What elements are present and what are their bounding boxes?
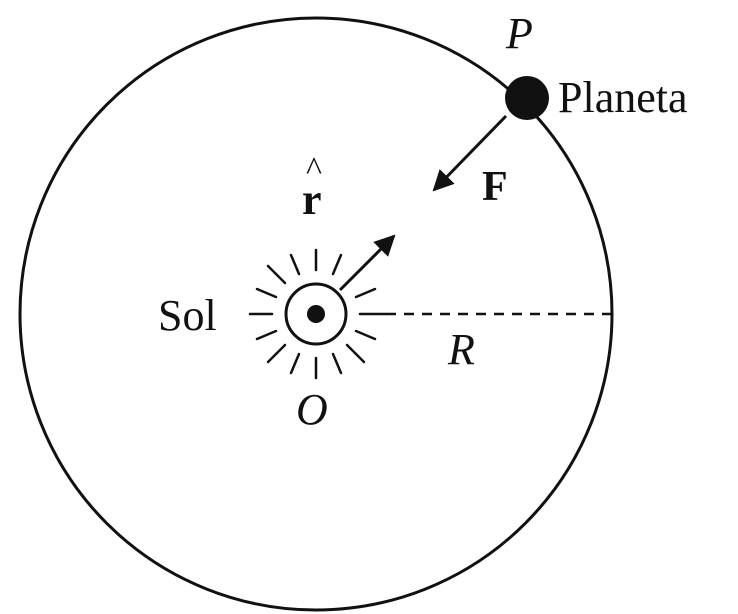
unit-vector-arrow <box>338 234 396 292</box>
force-arrow <box>432 114 508 192</box>
planet-icon <box>505 76 549 120</box>
sun-icon <box>248 248 388 380</box>
label-radius: R <box>447 325 475 374</box>
label-origin: O <box>296 385 328 434</box>
label-force: F <box>482 164 508 210</box>
label-planet: Planeta <box>558 73 688 122</box>
label-sun: Sol <box>158 291 217 340</box>
label-unit-vector: r <box>302 175 322 224</box>
label-unit-vector-hat: ^ <box>306 151 322 188</box>
label-point-p: P <box>505 9 533 58</box>
